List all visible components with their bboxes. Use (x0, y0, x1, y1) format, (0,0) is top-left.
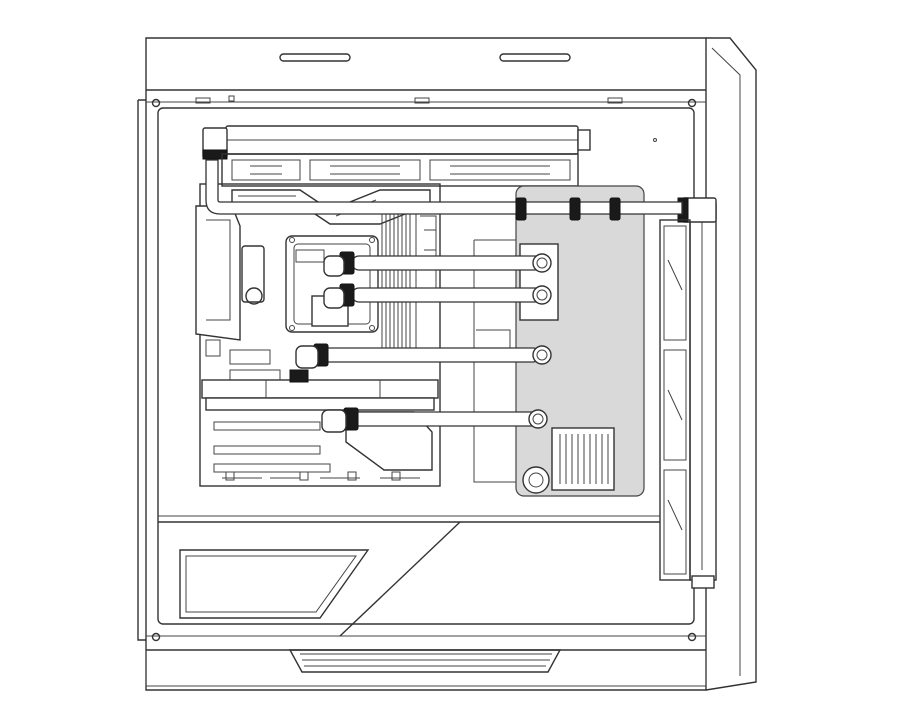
fittings (295, 197, 621, 433)
top-fans (221, 153, 579, 187)
psu-shroud (179, 521, 461, 637)
distribution-plate (515, 185, 645, 497)
front-fans (659, 219, 691, 581)
ram-slots (381, 213, 417, 361)
front-radiator (677, 197, 717, 589)
gpu-bracket (201, 369, 439, 411)
top-vent-slots (279, 53, 571, 62)
bottom-grille (145, 649, 707, 687)
screw-holes (151, 95, 697, 642)
top-radiator (202, 125, 591, 160)
motherboard (195, 183, 441, 487)
